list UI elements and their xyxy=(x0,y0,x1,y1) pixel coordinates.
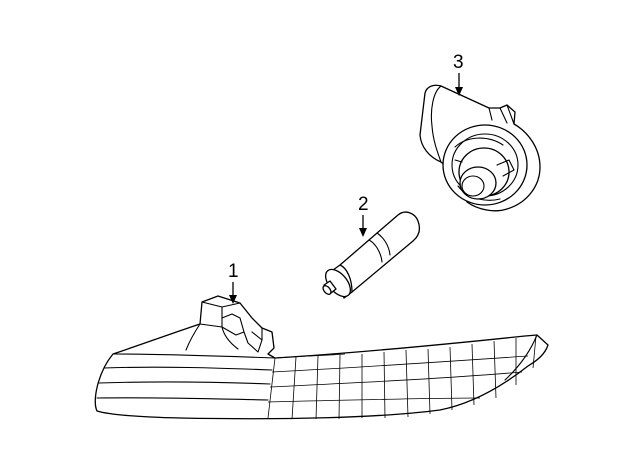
callout-1: 1 xyxy=(228,261,239,304)
socket-part xyxy=(419,84,541,212)
bulb-part xyxy=(322,211,420,299)
arrow-down-icon xyxy=(229,295,237,304)
callout-3: 3 xyxy=(453,52,464,96)
arrow-down-icon xyxy=(359,228,367,237)
lens-housing-part xyxy=(94,295,549,420)
callout-2: 2 xyxy=(358,194,369,237)
callout-label-3: 3 xyxy=(453,52,464,73)
callout-label-1: 1 xyxy=(228,261,239,282)
callout-label-2: 2 xyxy=(358,194,369,215)
arrow-down-icon xyxy=(455,87,463,96)
